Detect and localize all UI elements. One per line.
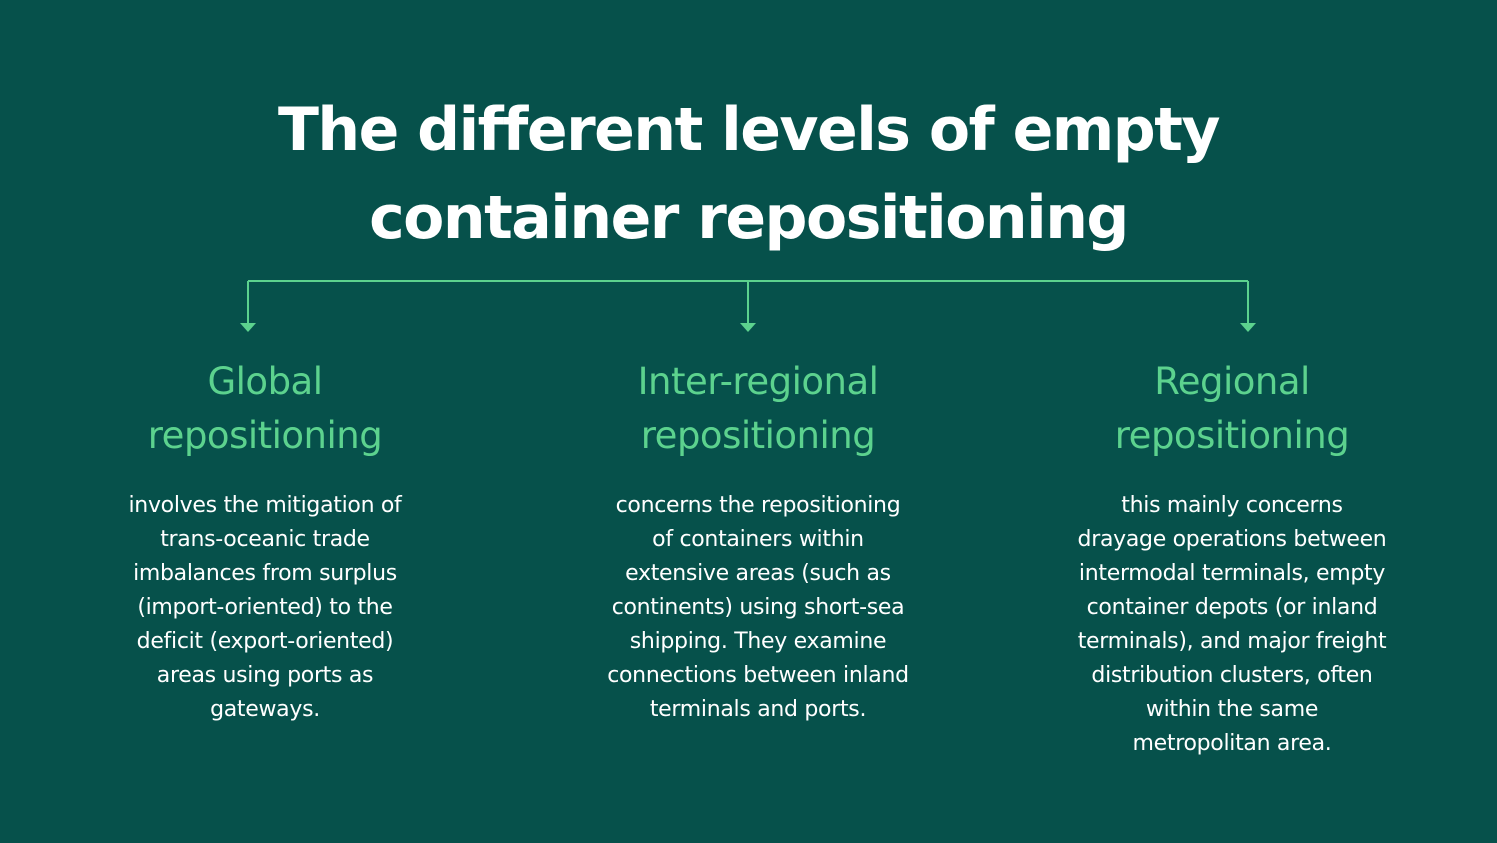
heading-line-1: Regional <box>1154 360 1310 403</box>
description-line: gateways. <box>210 697 320 722</box>
column-heading: Inter-regional repositioning <box>568 355 948 463</box>
description-line: concerns the repositioning <box>615 493 901 518</box>
column-heading: Global repositioning <box>90 355 440 463</box>
column-description: this mainly concerns drayage operations … <box>1037 489 1427 761</box>
heading-line-2: repositioning <box>640 414 876 457</box>
arrow-down-icon-center <box>740 323 756 332</box>
description-line: distribution clusters, often <box>1091 663 1373 688</box>
column-heading: Regional repositioning <box>1037 355 1427 463</box>
description-line: container depots (or inland <box>1086 595 1378 620</box>
column-description: involves the mitigation of trans-oceanic… <box>90 489 440 727</box>
description-line: of containers within <box>652 527 864 552</box>
description-line: (import-oriented) to the <box>137 595 393 620</box>
arrow-down-icon-left <box>240 323 256 332</box>
description-line: drayage operations between <box>1077 527 1387 552</box>
title-line-1: The different levels of empty <box>277 95 1221 165</box>
description-line: terminals), and major freight <box>1077 629 1387 654</box>
description-line: terminals and ports. <box>649 697 867 722</box>
column-global-repositioning: Global repositioning involves the mitiga… <box>90 355 440 727</box>
description-line: this mainly concerns <box>1121 493 1343 518</box>
description-line: extensive areas (such as <box>625 561 891 586</box>
column-inter-regional-repositioning: Inter-regional repositioning concerns th… <box>568 355 948 727</box>
arrow-down-icon-right <box>1240 323 1256 332</box>
heading-line-2: repositioning <box>147 414 383 457</box>
description-line: continents) using short-sea <box>611 595 905 620</box>
description-line: areas using ports as <box>156 663 374 688</box>
description-line: deficit (export-oriented) <box>136 629 394 654</box>
column-regional-repositioning: Regional repositioning this mainly conce… <box>1037 355 1427 761</box>
description-line: intermodal terminals, empty <box>1078 561 1386 586</box>
description-line: metropolitan area. <box>1132 731 1332 756</box>
description-line: trans-oceanic trade <box>160 527 370 552</box>
description-line: imbalances from surplus <box>133 561 397 586</box>
column-description: concerns the repositioning of containers… <box>568 489 948 727</box>
heading-line-2: repositioning <box>1114 414 1350 457</box>
description-line: shipping. They examine <box>629 629 887 654</box>
description-line: connections between inland <box>607 663 909 688</box>
heading-line-1: Inter-regional <box>637 360 879 403</box>
title-line-2: container repositioning <box>369 183 1129 253</box>
description-line: involves the mitigation of <box>128 493 402 518</box>
page-title: The different levels of empty container … <box>0 86 1497 262</box>
description-line: within the same <box>1145 697 1319 722</box>
heading-line-1: Global <box>207 360 323 403</box>
